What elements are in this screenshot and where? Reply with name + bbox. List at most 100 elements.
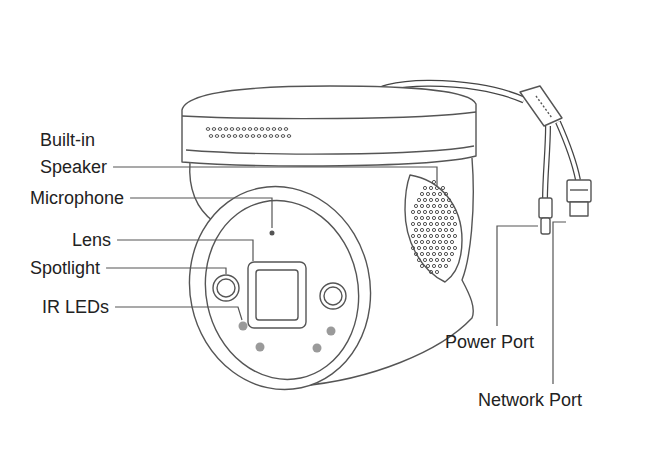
speaker-hole: [417, 222, 420, 225]
speaker-hole: [450, 240, 453, 243]
vent-slot: [269, 135, 273, 138]
speaker-hole: [447, 198, 450, 201]
speaker-hole: [444, 240, 447, 243]
speaker-hole: [447, 246, 450, 249]
speaker-hole: [432, 228, 435, 231]
speaker-hole: [426, 240, 429, 243]
network-cable: [558, 122, 578, 180]
ir-leds: [239, 322, 336, 353]
speaker-hole: [411, 246, 414, 249]
speaker-hole: [438, 204, 441, 207]
part-label: Network Port: [478, 388, 582, 412]
cable-connector: [520, 86, 562, 126]
speaker-hole: [453, 234, 456, 237]
ir-led: [313, 344, 322, 353]
speaker-hole: [411, 210, 414, 213]
spotlight: [213, 275, 239, 301]
leader-line: [117, 240, 253, 261]
vent-slot: [209, 135, 213, 138]
lens: [248, 262, 306, 328]
vent-slot: [260, 128, 264, 131]
speaker-hole: [447, 234, 450, 237]
lens-face: [189, 186, 375, 394]
body-left: [190, 162, 214, 222]
speaker-hole: [438, 264, 441, 267]
speaker-hole: [432, 264, 435, 267]
speaker-hole: [414, 240, 417, 243]
part-label: Lens: [72, 228, 111, 252]
leader-line: [130, 198, 272, 228]
vent-slot: [287, 135, 291, 138]
connector-ribs: [536, 96, 552, 118]
vent-slot: [266, 128, 270, 131]
speaker-hole: [438, 240, 441, 243]
ir-led: [239, 322, 248, 331]
speaker-hole: [414, 228, 417, 231]
speaker-hole: [414, 216, 417, 219]
speaker-hole: [423, 186, 426, 189]
speaker-hole: [423, 198, 426, 201]
speaker-hole: [435, 186, 438, 189]
leader-line: [113, 167, 437, 186]
vent-slot: [236, 128, 240, 131]
speaker-hole: [423, 234, 426, 237]
microphone-hole: [270, 231, 274, 235]
cap-band: [186, 146, 474, 154]
speaker-hole: [423, 258, 426, 261]
network-cable: [558, 122, 578, 180]
speaker-hole: [411, 222, 414, 225]
speaker-hole: [426, 228, 429, 231]
spotlight-inner: [217, 279, 235, 297]
speaker-hole: [429, 186, 432, 189]
speaker-hole: [417, 198, 420, 201]
speaker-hole: [432, 252, 435, 255]
leader-line: [497, 226, 538, 326]
speaker-hole: [429, 234, 432, 237]
cap-rim: [182, 112, 476, 119]
speaker-hole: [441, 210, 444, 213]
speaker-hole: [444, 204, 447, 207]
speaker-hole: [441, 186, 444, 189]
speaker-hole: [444, 228, 447, 231]
leader-line: [553, 222, 566, 384]
power-jack-tip: [541, 218, 550, 234]
vent-slot: [263, 135, 267, 138]
part-label: Spotlight: [30, 256, 100, 280]
speaker-hole: [429, 198, 432, 201]
lens-outer-ring: [171, 170, 389, 407]
vent-slot: [230, 128, 234, 131]
speaker-hole: [432, 216, 435, 219]
speaker-hole: [438, 252, 441, 255]
speaker-hole: [435, 210, 438, 213]
speaker-hole: [453, 210, 456, 213]
speaker-grille: [405, 175, 462, 282]
speaker-hole: [447, 258, 450, 261]
speaker-hole: [429, 210, 432, 213]
speaker-hole: [423, 246, 426, 249]
speaker-hole: [426, 192, 429, 195]
speaker-hole: [420, 204, 423, 207]
speaker-hole: [435, 258, 438, 261]
speaker-hole: [438, 216, 441, 219]
vent-slot: [245, 135, 249, 138]
vent-slot: [242, 128, 246, 131]
part-label: Microphone: [30, 186, 124, 210]
speaker-hole: [438, 192, 441, 195]
speaker-hole: [441, 234, 444, 237]
speaker-hole: [441, 198, 444, 201]
vent-slot: [275, 135, 279, 138]
speaker-hole: [432, 240, 435, 243]
network-port-detail: [570, 189, 588, 190]
vent-slot: [248, 128, 252, 131]
speaker-hole: [450, 252, 453, 255]
speaker-hole: [420, 264, 423, 267]
vent-slot: [254, 128, 258, 131]
speaker-hole: [450, 216, 453, 219]
speaker-hole: [435, 222, 438, 225]
power-jack: [539, 198, 552, 218]
speaker-hole: [423, 210, 426, 213]
speaker-hole: [432, 180, 435, 183]
camera-body: [171, 83, 591, 406]
lens-glass: [256, 270, 298, 320]
